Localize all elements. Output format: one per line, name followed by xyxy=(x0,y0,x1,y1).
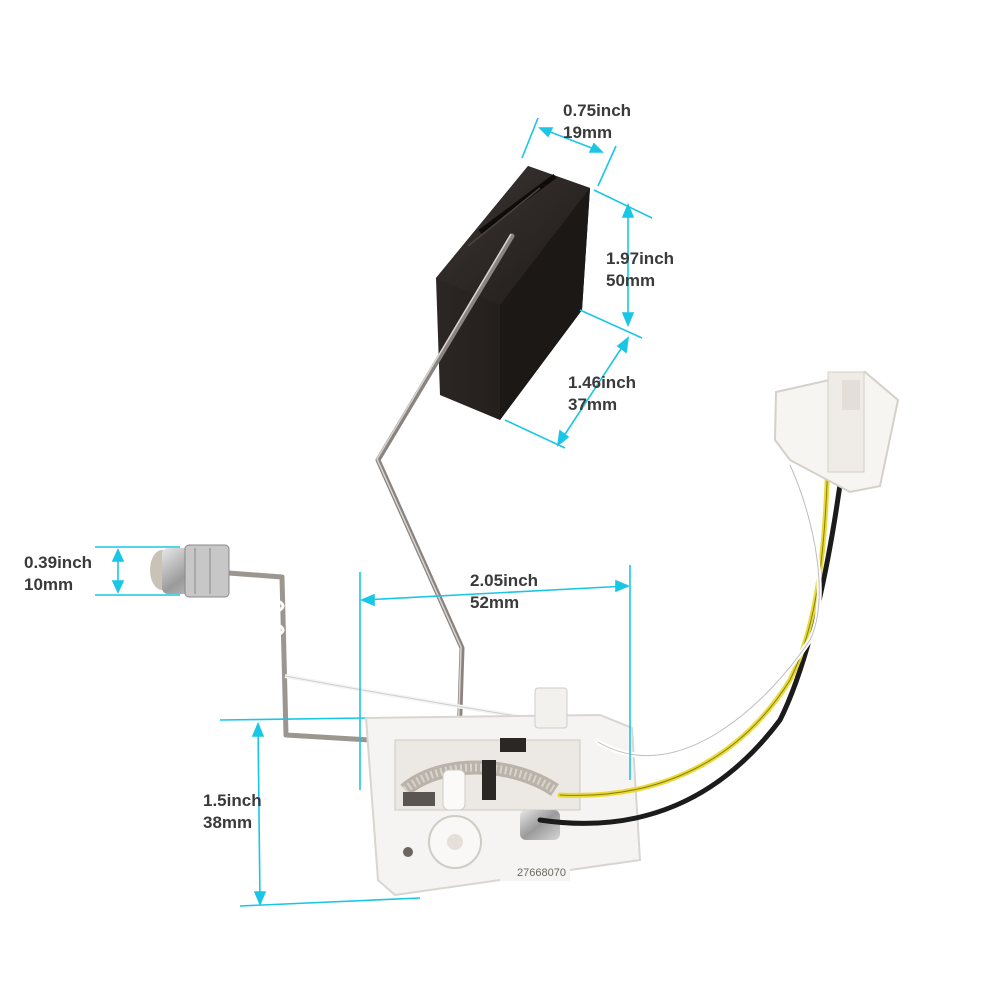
bulb-fitting xyxy=(150,544,230,598)
bulb-diameter-label: 0.39inch 10mm xyxy=(24,552,92,596)
float-width-label: 0.75inch 19mm xyxy=(563,100,631,144)
wire-harness xyxy=(537,457,845,826)
base-width-inch: 2.05inch xyxy=(470,571,539,590)
wire-connector xyxy=(773,370,900,494)
float-width-inch: 0.75inch xyxy=(563,101,632,120)
float-width-mm: 19mm xyxy=(563,123,613,142)
bulb-diameter-mm: 10mm xyxy=(24,575,74,594)
float-height-inch: 1.97inch xyxy=(606,249,675,268)
float-depth-mm: 37mm xyxy=(568,395,618,414)
float-height-label: 1.97inch 50mm xyxy=(606,248,674,292)
float-block xyxy=(436,166,590,420)
float-depth-label: 1.46inch 37mm xyxy=(568,372,636,416)
bulb-diameter-inch: 0.39inch xyxy=(24,553,93,572)
part-number: 27668070 xyxy=(517,867,566,879)
base-height-inch: 1.5inch xyxy=(203,791,262,810)
float-height-mm: 50mm xyxy=(606,271,656,290)
base-width-label: 2.05inch 52mm xyxy=(470,570,538,614)
base-width-mm: 52mm xyxy=(470,593,520,612)
base-height-label: 1.5inch 38mm xyxy=(203,790,262,834)
bulb-rod xyxy=(214,569,371,743)
dimension-lines xyxy=(95,117,653,907)
base-height-mm: 38mm xyxy=(203,813,253,832)
float-depth-inch: 1.46inch xyxy=(568,373,637,392)
sender-housing xyxy=(364,687,642,897)
